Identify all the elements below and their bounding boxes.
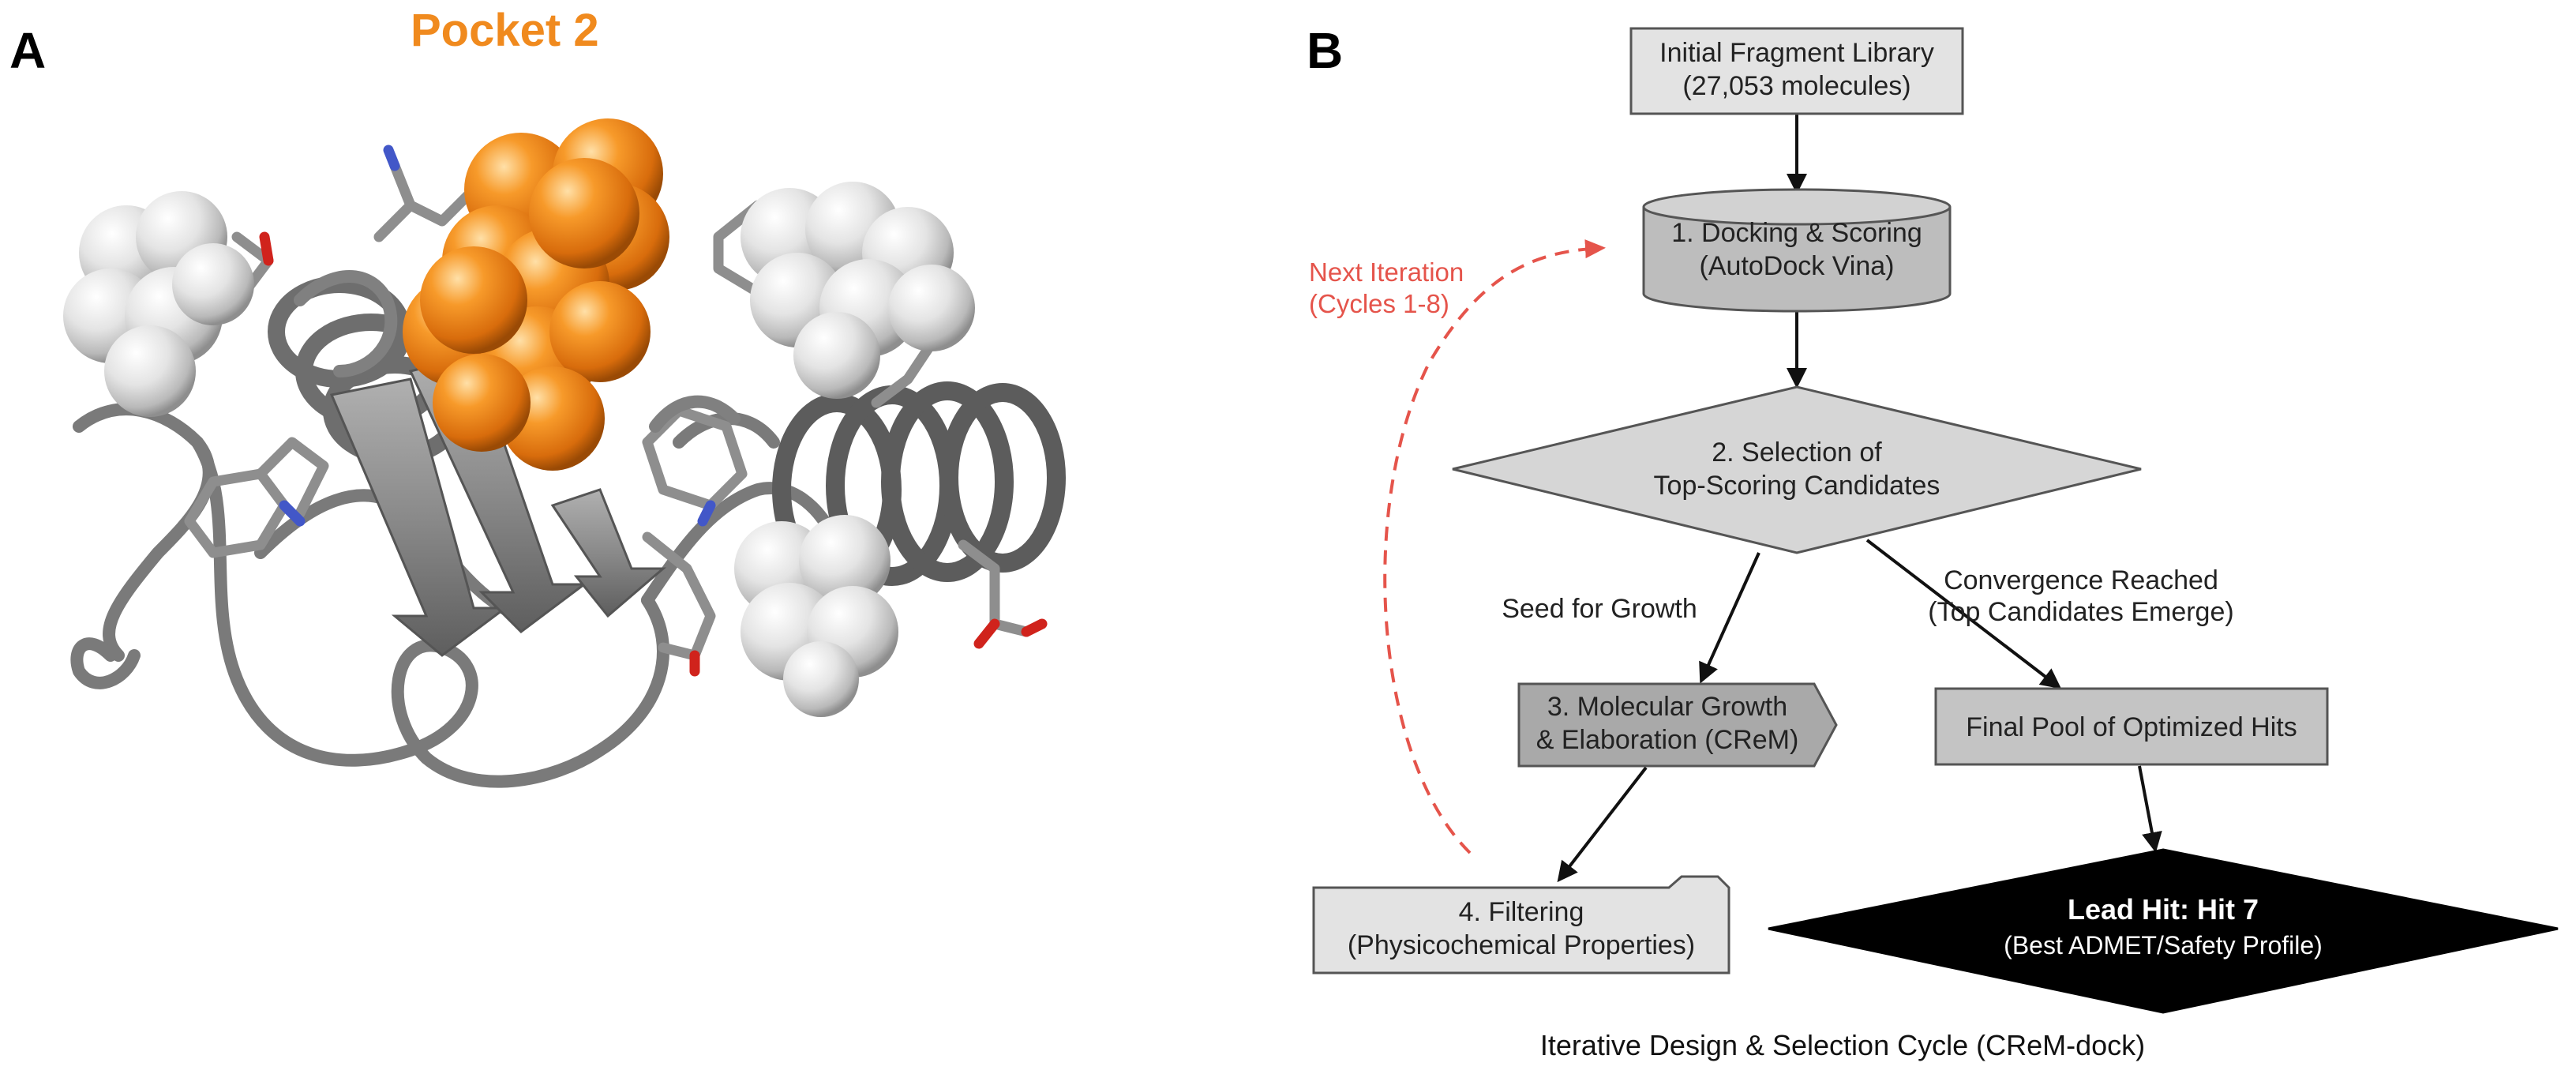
initial-library-line2: (27,053 molecules) bbox=[1682, 71, 1910, 101]
arrow-growth-to-filtering bbox=[1557, 766, 1648, 883]
filtering-line2: (Physicochemical Properties) bbox=[1348, 930, 1695, 960]
node-selection: 2. Selection of Top-Scoring Candidates bbox=[1452, 385, 2142, 554]
docking-line2: (AutoDock Vina) bbox=[1700, 251, 1895, 281]
flow-arrows bbox=[1557, 114, 2162, 883]
edge-label-convergence-line2: (Top Candidates Emerge) bbox=[1928, 597, 2233, 627]
final-pool-label: Final Pool of Optimized Hits bbox=[1966, 712, 2297, 742]
selection-line2: Top-Scoring Candidates bbox=[1654, 471, 1940, 501]
lead-hit-title: Lead Hit: Hit 7 bbox=[2068, 893, 2259, 926]
white-spheres-right-upper bbox=[741, 182, 975, 399]
arrow-final-to-lead bbox=[2138, 765, 2162, 853]
node-lead-hit: Lead Hit: Hit 7 (Best ADMET/Safety Profi… bbox=[1768, 848, 2559, 1014]
growth-line2: & Elaboration (CReM) bbox=[1536, 725, 1799, 755]
white-spheres-left bbox=[63, 191, 254, 417]
pocket-2-spheres bbox=[403, 118, 669, 471]
panel-b-label: B bbox=[1307, 22, 1343, 79]
filtering-line1: 4. Filtering bbox=[1459, 897, 1584, 927]
growth-line1: 3. Molecular Growth bbox=[1547, 692, 1787, 722]
node-docking-scoring: 1. Docking & Scoring (AutoDock Vina) bbox=[1642, 188, 1952, 313]
next-iteration-label-line1: Next Iteration bbox=[1309, 257, 1464, 287]
next-iteration-label-line2: (Cycles 1-8) bbox=[1309, 289, 1449, 318]
docking-line1: 1. Docking & Scoring bbox=[1671, 218, 1922, 248]
panel-a: A Pocket 2 bbox=[9, 5, 1066, 788]
node-initial-library: Initial Fragment Library (27,053 molecul… bbox=[1629, 27, 1964, 115]
initial-library-line1: Initial Fragment Library bbox=[1659, 38, 1934, 68]
pocket-2-label: Pocket 2 bbox=[411, 5, 599, 56]
lead-hit-subtitle: (Best ADMET/Safety Profile) bbox=[2004, 931, 2323, 959]
next-iteration-arrow bbox=[1383, 239, 1606, 854]
panel-a-label: A bbox=[9, 22, 46, 79]
diagram-caption: Iterative Design & Selection Cycle (CReM… bbox=[1540, 1029, 2145, 1061]
panel-b: B Initial Fragment Library (27,053 molec… bbox=[1307, 22, 2559, 1061]
arrow-selection-to-growth bbox=[1699, 552, 1760, 684]
edge-label-convergence-line1: Convergence Reached bbox=[1944, 565, 2218, 595]
edge-label-seed-for-growth: Seed for Growth bbox=[1502, 594, 1697, 624]
front-ribbon bbox=[294, 270, 741, 433]
node-molecular-growth: 3. Molecular Growth & Elaboration (CReM) bbox=[1517, 682, 1838, 768]
node-filtering: 4. Filtering (Physicochemical Properties… bbox=[1312, 875, 1730, 974]
selection-line1: 2. Selection of bbox=[1712, 437, 1882, 468]
white-spheres-right-lower bbox=[734, 515, 898, 717]
node-final-pool: Final Pool of Optimized Hits bbox=[1934, 687, 2329, 766]
arrow-selection-to-final bbox=[1865, 539, 2062, 689]
